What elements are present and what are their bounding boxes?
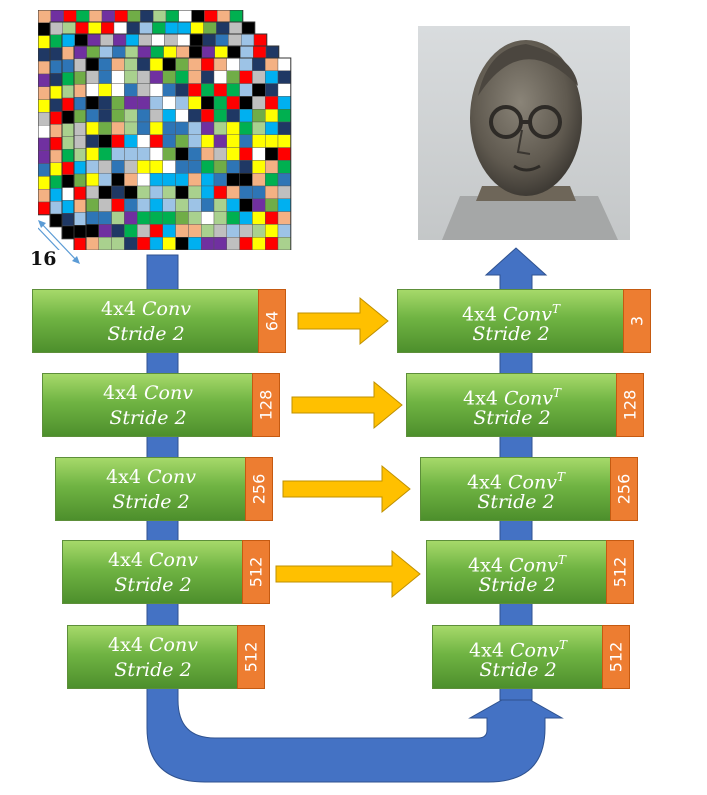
decoder-block-stride-label: Stride 2 <box>478 574 556 596</box>
kernel-size-text: 4x4 <box>108 634 149 656</box>
kernel-size-text: 4x4 <box>467 471 508 494</box>
channel-count: 512 <box>606 641 626 673</box>
channel-count: 512 <box>241 641 261 673</box>
encoder-block-stride-label: Stride 2 <box>114 659 192 681</box>
encoder-block-op-label: 4x4 Conv <box>63 549 243 571</box>
channel-count: 128 <box>620 389 640 421</box>
decoder-block-op-label: 4x4 ConvT <box>407 382 617 409</box>
operation-text: Conv <box>148 549 198 571</box>
encoder-block-op-label: 4x4 Conv <box>33 298 259 320</box>
encoder-flow-arrow <box>146 254 564 783</box>
encoder-channel-tag: 64 <box>258 289 286 353</box>
channel-count: 256 <box>249 473 269 505</box>
operation-text: Conv <box>503 387 553 410</box>
kernel-size-text: 4x4 <box>108 549 149 571</box>
operation-text: Conv <box>502 303 552 326</box>
channel-count: 512 <box>610 556 630 588</box>
kernel-size-text: 4x4 <box>103 382 144 404</box>
transpose-superscript: T <box>551 302 560 316</box>
transpose-superscript: T <box>558 638 567 652</box>
decoder-block-op-label: 4x4 ConvT <box>421 466 611 493</box>
decoder-channel-tag: 3 <box>623 289 651 353</box>
channel-count: 3 <box>627 315 647 327</box>
skip-arrow-4 <box>275 549 421 599</box>
kernel-size-text: 4x4 <box>106 466 147 488</box>
encoder-channel-tag: 256 <box>245 457 273 521</box>
transpose-superscript: T <box>556 470 565 484</box>
channel-count: 256 <box>614 473 634 505</box>
encoder-block-stride-label: Stride 2 <box>109 407 187 429</box>
encoder-channel-tag: 128 <box>252 373 280 437</box>
kernel-size-text: 4x4 <box>462 303 503 326</box>
decoder-channel-tag: 512 <box>602 625 630 689</box>
channel-count: 512 <box>246 556 266 588</box>
decoder-block-stride-label: Stride 2 <box>477 491 555 513</box>
skip-arrow-2 <box>291 380 403 430</box>
operation-text: Conv <box>146 466 196 488</box>
encoder-channel-tag: 512 <box>242 540 270 604</box>
decoder-block-stride-label: Stride 2 <box>473 407 551 429</box>
decoder-channel-tag: 128 <box>616 373 644 437</box>
kernel-size-text: 4x4 <box>463 387 504 410</box>
channel-count: 128 <box>256 389 276 421</box>
encoder-channel-tag: 512 <box>237 625 265 689</box>
skip-arrow-3 <box>282 464 411 514</box>
decoder-block-op-label: 4x4 ConvT <box>427 549 607 576</box>
encoder-block-op-label: 4x4 Conv <box>43 382 253 404</box>
kernel-size-text: 4x4 <box>101 298 142 320</box>
channel-count: 64 <box>262 310 282 332</box>
size-label: 16 <box>30 248 57 270</box>
operation-text: Conv <box>509 639 559 662</box>
decoder-block-stride-label: Stride 2 <box>479 659 557 681</box>
operation-text: Conv <box>507 471 557 494</box>
skip-arrow-1 <box>297 296 389 346</box>
encoder-block-op-label: 4x4 Conv <box>68 634 238 656</box>
operation-text: Conv <box>148 634 198 656</box>
decoder-channel-tag: 512 <box>606 540 634 604</box>
transpose-superscript: T <box>552 386 561 400</box>
decoder-block-op-label: 4x4 ConvT <box>433 634 603 661</box>
input-grid-layer <box>85 57 292 250</box>
decoder-channel-tag: 256 <box>610 457 638 521</box>
encoder-block-stride-label: Stride 2 <box>107 323 185 345</box>
input-grid-stack <box>38 10 292 250</box>
decoder-block-stride-label: Stride 2 <box>472 323 550 345</box>
transpose-superscript: T <box>557 553 566 567</box>
operation-text: Conv <box>143 382 193 404</box>
encoder-block-stride-label: Stride 2 <box>114 574 192 596</box>
operation-text: Conv <box>508 554 558 577</box>
kernel-size-text: 4x4 <box>469 639 510 662</box>
encoder-block-stride-label: Stride 2 <box>112 491 190 513</box>
output-bust-photo <box>418 26 630 240</box>
kernel-size-text: 4x4 <box>468 554 509 577</box>
encoder-block-op-label: 4x4 Conv <box>56 466 246 488</box>
size-dimension-icon <box>38 220 80 264</box>
operation-text: Conv <box>141 298 191 320</box>
size-dimension-arrow <box>38 227 60 250</box>
decoder-block-op-label: 4x4 ConvT <box>398 298 624 325</box>
